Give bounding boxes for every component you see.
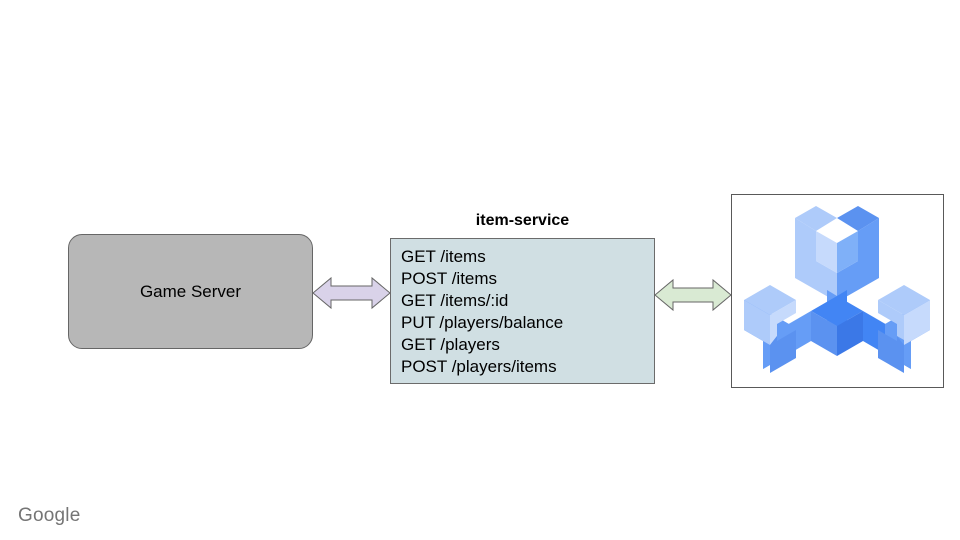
- game-server-label: Game Server: [139, 281, 242, 301]
- double-headed-arrow-icon: [654, 278, 732, 312]
- isometric-three-pronged-wrench-icon: [744, 206, 930, 373]
- game-server-node[interactable]: Game Server: [68, 234, 313, 349]
- endpoint-item: GET /items: [401, 247, 486, 266]
- endpoint-item: GET /players: [401, 335, 500, 354]
- connector-game-server-to-item-service[interactable]: [311, 264, 392, 322]
- endpoint-item: GET /items/:id: [401, 291, 509, 310]
- connector-item-service-to-tools[interactable]: [653, 266, 733, 324]
- endpoint-item: POST /players/items: [401, 357, 557, 376]
- tool-image-frame[interactable]: [731, 194, 944, 388]
- item-service-node[interactable]: GET /items POST /items GET /items/:id PU…: [390, 238, 655, 384]
- endpoint-item: PUT /players/balance: [401, 313, 564, 332]
- double-headed-arrow-icon: [312, 276, 391, 310]
- endpoint-list: GET /items POST /items GET /items/:id PU…: [401, 246, 654, 378]
- google-watermark: Google: [18, 505, 81, 526]
- endpoint-item: POST /items: [401, 269, 498, 288]
- item-service-title: item-service: [475, 212, 570, 229]
